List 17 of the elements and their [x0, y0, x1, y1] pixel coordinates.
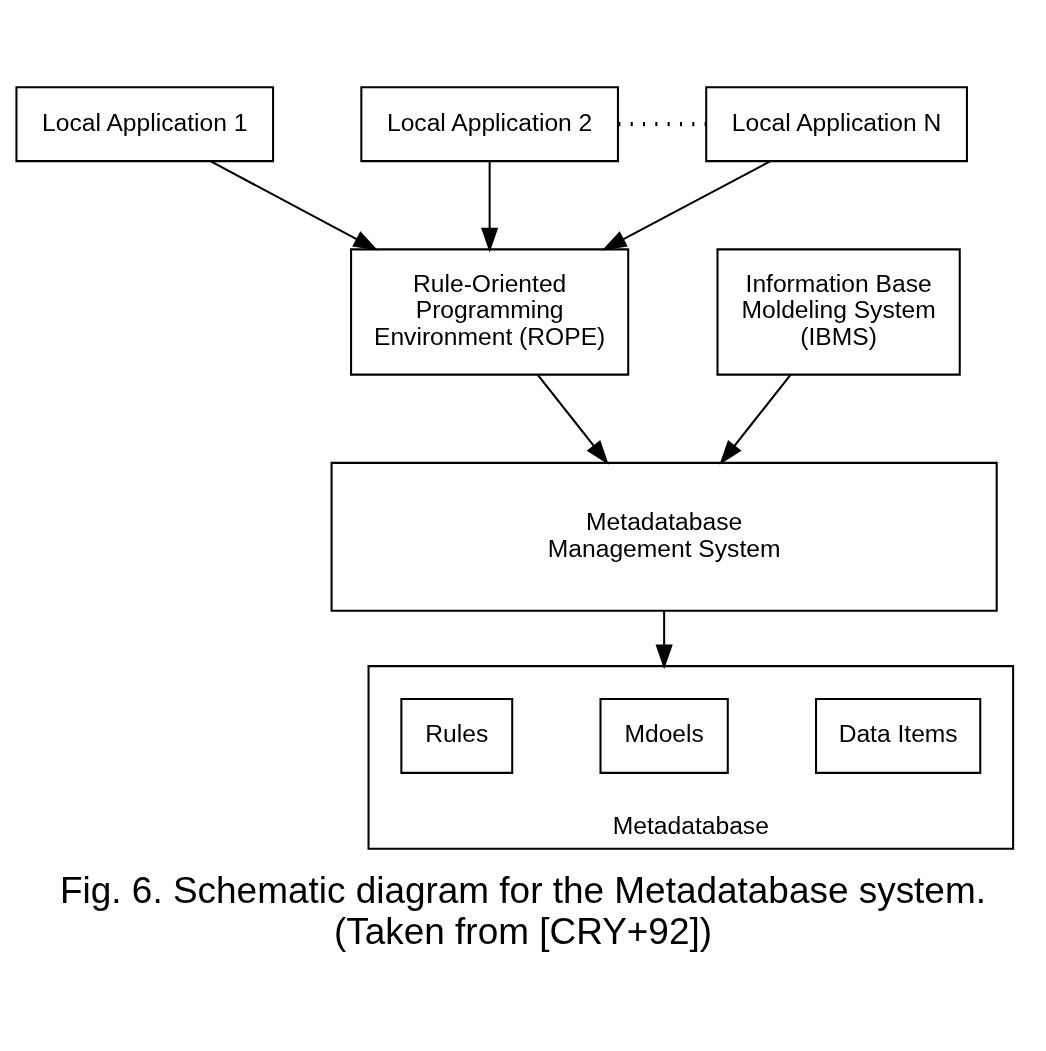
caption: Fig. 6. Schematic diagram for the Metadatabase system. (Taken from [CRY+92]) — [60, 870, 986, 953]
node-box: Rule-Oriented Programming Environment (ROPE) — [350, 248, 630, 376]
arrow — [719, 374, 792, 465]
node-box: Data Items — [815, 697, 982, 774]
node-box: Local Application 2 — [360, 86, 619, 163]
arrow — [601, 160, 771, 251]
arrow — [481, 161, 499, 253]
node-box: Mdoels — [599, 697, 729, 774]
node-box: Metadatabase Management System — [330, 461, 998, 612]
connector — [618, 122, 707, 127]
node-box: Rules — [400, 697, 514, 774]
node-box: Local Application N — [705, 86, 968, 163]
node-box: Local Application 1 — [15, 86, 275, 163]
arrow — [209, 160, 379, 251]
arrow — [536, 374, 609, 465]
arrow — [655, 610, 673, 670]
node-box: Information Base Moldeling System (IBMS) — [716, 248, 961, 376]
